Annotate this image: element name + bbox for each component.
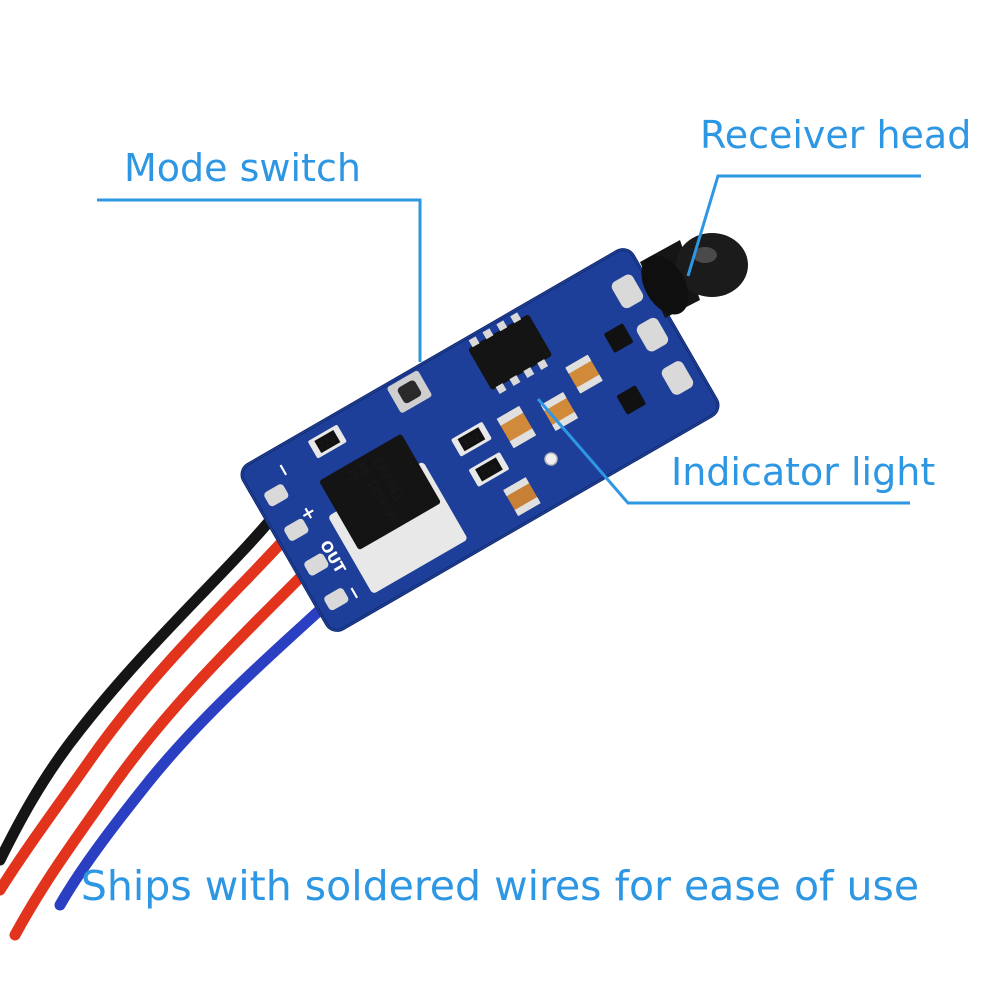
mode-switch-component [387,370,432,413]
indicator-light-callout: Indicator light [671,450,936,494]
wire-bundle [0,502,356,941]
smd-components: 102 220 220 [308,323,646,517]
mode-switch-leader [97,198,422,362]
wire-blue [54,576,356,911]
receiver-head [640,233,748,318]
voltage-regulator: LR7843 KN IR5950Y FS [320,434,467,593]
callout-leader-lines [97,174,921,505]
ic-chip [468,312,552,395]
wire-black [0,502,286,866]
indicator-light-leader [536,398,910,505]
pcb-board: LR7843 KN IR5950Y FS 102 [240,248,720,632]
indicator-led [544,452,558,466]
receiver-head-callout: Receiver head [700,113,972,157]
caption: Ships with soldered wires for ease of us… [80,862,920,910]
wire-red-2 [9,546,331,941]
regulator-marking-3: FS [344,467,362,485]
receiver-pads [611,274,694,395]
mode-switch-callout: Mode switch [124,146,361,190]
wire-red-1 [0,516,306,896]
receiver-head-leader [686,174,921,277]
wire-pads [264,484,349,611]
